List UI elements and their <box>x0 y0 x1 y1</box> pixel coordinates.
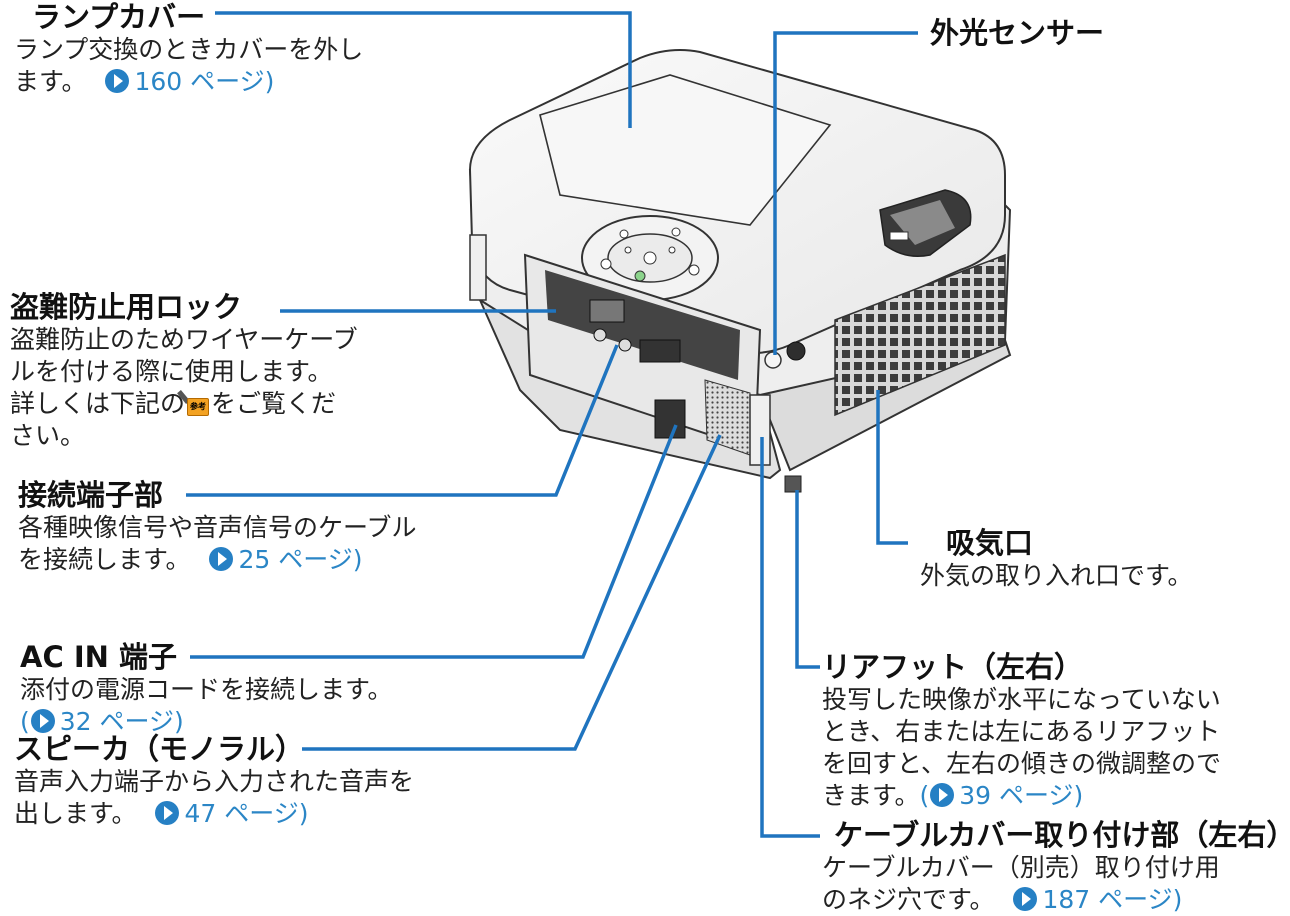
leader-lamp-cover <box>215 11 632 128</box>
security-lock-desc-line4: さい。 <box>10 421 86 450</box>
ac-in-ref[interactable]: 32 ページ) <box>59 707 184 736</box>
speaker-desc-line1: 音声入力端子から入力された音声を <box>14 767 415 796</box>
leader-speaker <box>302 434 722 751</box>
lamp-cover-ref[interactable]: 160 ページ) <box>134 67 275 96</box>
speaker-ref[interactable]: 47 ページ) <box>184 799 309 828</box>
leader-terminals <box>186 344 619 497</box>
leader-cable-cover <box>760 437 820 838</box>
label-ac-in: AC IN 端子 添付の電源コードを接続します。 (32 ページ) <box>20 640 393 738</box>
label-speaker: スピーカ（モノラル） 音声入力端子から入力された音声を 出します。 47 ページ… <box>14 732 414 830</box>
cable-cover-desc-line2: のネジ穴です。 <box>822 885 995 914</box>
ambient-sensor-title: 外光センサー <box>930 16 1105 50</box>
terminals-desc-line2: を接続します。 <box>18 545 191 574</box>
terminals-desc-line1: 各種映像信号や音声信号のケーブル <box>18 513 417 542</box>
speaker-title: スピーカ（モノラル） <box>14 732 305 766</box>
ac-in-ref-open: ( <box>20 707 30 736</box>
sanko-badge: 参考 <box>187 398 210 416</box>
ref-arrow-icon <box>209 547 234 571</box>
lamp-cover-title: ランプカバー <box>32 0 206 34</box>
intake-title: 吸気口 <box>946 526 1034 560</box>
leader-ac-in <box>190 424 678 659</box>
security-lock-desc-line1: 盗難防止のためワイヤーケーブ <box>10 325 358 354</box>
lamp-cover-desc-line1: ランプ交換のときカバーを外し <box>14 35 364 64</box>
ac-in-title: AC IN 端子 <box>20 640 177 674</box>
leader-ambient-sensor <box>773 31 918 355</box>
label-rear-foot: リアフット（左右） 投写した映像が水平になっていない とき、右または左にあるリア… <box>822 650 1221 812</box>
leader-lines <box>186 11 918 838</box>
ref-arrow-icon <box>155 801 180 825</box>
terminals-ref[interactable]: 25 ページ) <box>238 545 363 574</box>
rear-foot-ref-open: ( <box>919 781 930 810</box>
cable-cover-desc-line1: ケーブルカバー（別売）取り付け用 <box>822 853 1220 882</box>
cable-cover-title: ケーブルカバー取り付け部（左右） <box>834 818 1290 852</box>
leader-rear-foot <box>795 490 820 669</box>
intake-desc-line1: 外気の取り入れ口です。 <box>920 561 1193 590</box>
label-cable-cover: ケーブルカバー取り付け部（左右） ケーブルカバー（別売）取り付け用 のネジ穴です… <box>822 818 1290 916</box>
security-lock-desc-line2: ルを付ける際に使用します。 <box>10 357 333 386</box>
label-intake: 吸気口 外気の取り入れ口です。 <box>920 526 1193 592</box>
lamp-cover-desc-line2: ます。 <box>14 67 87 96</box>
speaker-desc-line2: 出します。 <box>14 799 137 828</box>
ref-arrow-icon <box>105 69 130 93</box>
ref-arrow-icon <box>1013 887 1038 911</box>
rear-foot-ref[interactable]: 39 ページ) <box>959 781 1084 810</box>
security-lock-title: 盗難防止用ロック <box>10 290 243 324</box>
label-security-lock: 盗難防止用ロック 盗難防止のためワイヤーケーブ ルを付ける際に使用します。 詳し… <box>10 290 358 452</box>
projector-body <box>468 49 1012 493</box>
rear-foot-title: リアフット（左右） <box>822 650 1084 684</box>
terminals-title: 接続端子部 <box>18 478 164 512</box>
security-lock-desc-line3b: をご覧くだ <box>211 389 337 418</box>
ref-arrow-icon <box>30 709 55 733</box>
label-lamp-cover: ランプカバー ランプ交換のときカバーを外し ます。 160 ページ) <box>14 0 363 98</box>
ac-in-desc-line1: 添付の電源コードを接続します。 <box>20 675 393 704</box>
ref-arrow-icon <box>930 783 955 807</box>
rear-foot-desc-line4: きます。 <box>822 781 920 810</box>
leader-intake <box>876 390 908 545</box>
rear-foot-desc-line2: とき、右または左にあるリアフット <box>822 717 1221 746</box>
rear-foot-desc-line1: 投写した映像が水平になっていない <box>822 685 1221 714</box>
label-ambient-sensor: 外光センサー <box>930 16 1104 50</box>
security-lock-desc-line3a: 詳しくは下記の <box>10 389 186 418</box>
rear-foot-desc-line3: を回すと、左右の傾きの微調整ので <box>822 749 1222 778</box>
label-terminals: 接続端子部 各種映像信号や音声信号のケーブル を接続します。 25 ページ) <box>18 478 417 576</box>
cable-cover-ref[interactable]: 187 ページ) <box>1042 885 1183 914</box>
sanko-note-icon: 参考 <box>177 390 210 416</box>
